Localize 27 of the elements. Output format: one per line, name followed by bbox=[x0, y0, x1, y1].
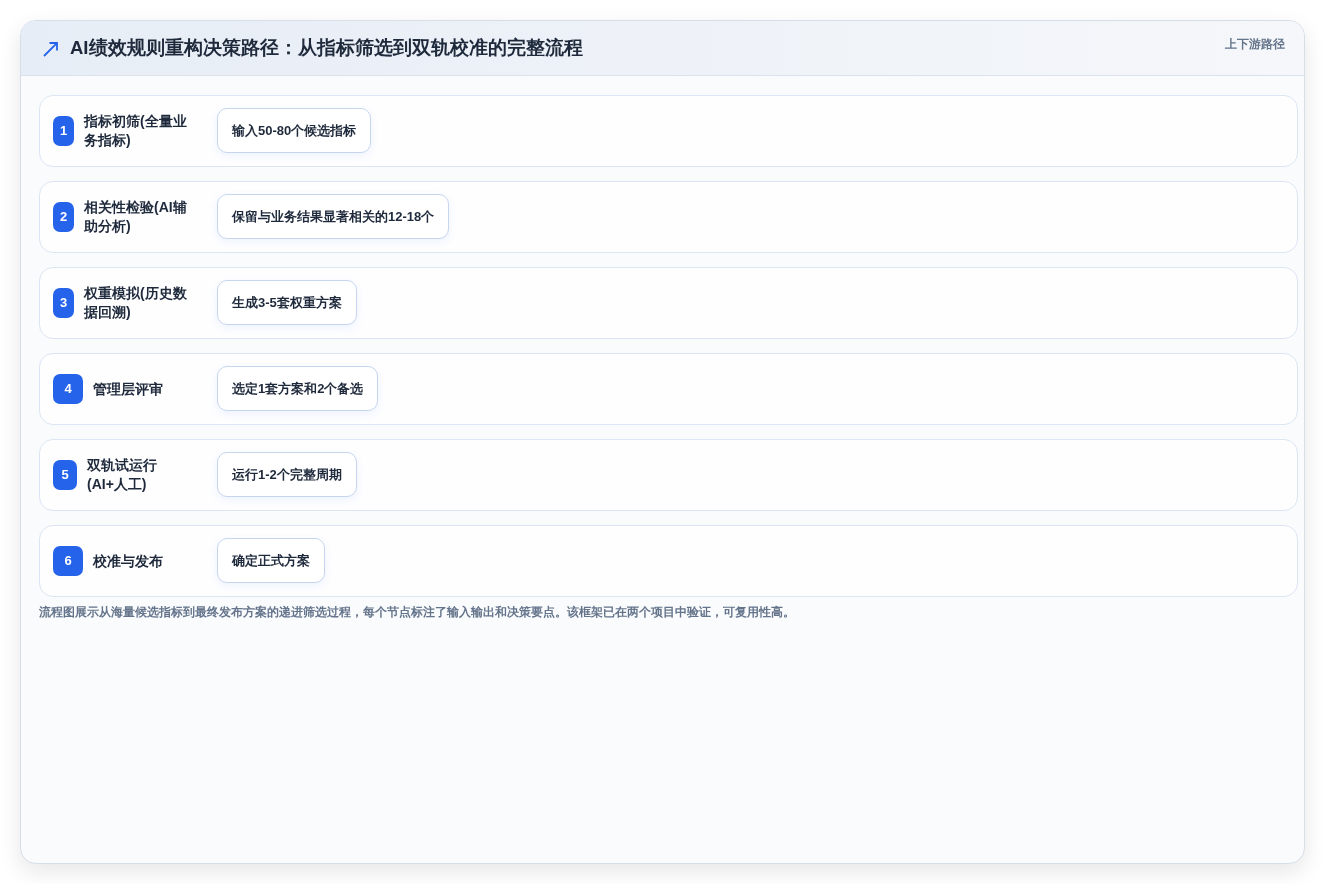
step-number-badge: 4 bbox=[53, 374, 83, 404]
step-title: 权重模拟(历史数据回溯) bbox=[84, 284, 188, 322]
step-title: 指标初筛(全量业务指标) bbox=[84, 112, 188, 150]
step-card bbox=[39, 439, 1298, 511]
step-title: 校准与发布 bbox=[93, 551, 163, 571]
output-box: 运行1-2个完整周期 bbox=[217, 452, 357, 497]
step-number-badge: 1 bbox=[53, 116, 74, 146]
caption-text: 流程图展示从海量候选指标到最终发布方案的递进筛选过程，每个节点标注了输入输出和决策要点。该框架已在两个项目中验证，可复用性高。 bbox=[39, 604, 795, 620]
output-box: 保留与业务结果显著相关的12-18个 bbox=[217, 194, 450, 239]
step-title: 相关性检验(AI辅助分析) bbox=[84, 198, 188, 236]
step-title: 双轨试运行(AI+人工) bbox=[87, 456, 158, 494]
step-number-badge: 5 bbox=[53, 460, 77, 490]
path-type-label: 上下游路径 bbox=[1225, 36, 1285, 52]
step-number-badge: 2 bbox=[53, 202, 74, 232]
step-card bbox=[39, 267, 1298, 339]
step-number-badge: 3 bbox=[53, 288, 74, 318]
output-box: 生成3-5套权重方案 bbox=[217, 280, 357, 325]
step-card bbox=[39, 181, 1298, 253]
step-number-badge: 6 bbox=[53, 546, 83, 576]
step-title: 管理层评审 bbox=[93, 379, 163, 399]
output-box: 确定正式方案 bbox=[217, 538, 325, 583]
step-card bbox=[39, 95, 1298, 167]
diagram-title: AI绩效规则重构决策路径：从指标筛选到双轨校准的完整流程 bbox=[70, 36, 583, 60]
output-box: 选定1套方案和2个备选 bbox=[217, 366, 379, 411]
output-box: 输入50-80个候选指标 bbox=[217, 108, 372, 153]
step-card bbox=[39, 525, 1298, 597]
step-card bbox=[39, 353, 1298, 425]
